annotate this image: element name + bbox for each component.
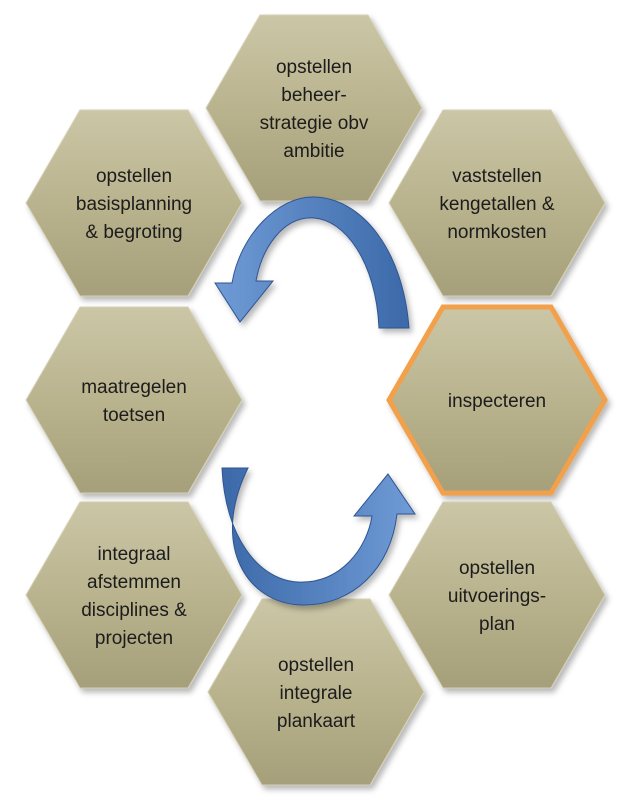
hexagon-label-line: kengetallen & bbox=[439, 194, 554, 215]
hexagon-shape bbox=[386, 304, 608, 496]
hexagon-layer: opstellen beheer-strategie obv ambitie vast… bbox=[25, 14, 608, 786]
hexagon-shape bbox=[207, 598, 425, 786]
hexagon-beheerstrategie: opstellen beheer-strategie obv ambitie bbox=[205, 14, 423, 202]
hexagon-label: vaststellen kengetallen & normkosten bbox=[439, 166, 554, 243]
hexagon-label-line: plankaart bbox=[277, 711, 356, 732]
hexagon-label: opstellen beheer-strategie obv ambitie bbox=[260, 57, 369, 162]
hexagon-label-line: opstellen bbox=[276, 57, 352, 78]
hexagon-label-line: uitvoerings- bbox=[448, 586, 546, 607]
hexagon-label-line: opstellen bbox=[278, 655, 354, 676]
hexagon-plankaart: opstellen integrale plankaart bbox=[207, 598, 425, 786]
hexagon-shape bbox=[388, 109, 606, 297]
hexagon-label-line: strategie obv bbox=[260, 113, 369, 134]
hexagon-label: inspecteren bbox=[448, 391, 546, 412]
hexagon-label-line: opstellen bbox=[96, 166, 172, 187]
hexagon-label-line: inspecteren bbox=[448, 391, 546, 412]
hexagon-label: opstellen basisplanning & begroting bbox=[76, 166, 192, 243]
hexagon-basisplanning: opstellen basisplanning & begroting bbox=[25, 109, 243, 297]
hexagon-label: maatregelen toetsen bbox=[81, 377, 187, 426]
hexagon-label-line: projecten bbox=[95, 628, 173, 649]
hexagon-label-line: vaststellen bbox=[452, 166, 542, 187]
hexagon-label-line: plan bbox=[479, 614, 515, 635]
hexagon-shape bbox=[25, 501, 243, 689]
hexagon-label: opstellen uitvoerings-plan bbox=[448, 558, 546, 635]
hexagon-inspecteren: inspecteren bbox=[386, 304, 608, 496]
arrow-bottom-counterclockwise bbox=[221, 467, 416, 606]
hexagon-maatregelen: maatregelen toetsen bbox=[25, 306, 243, 494]
hexagon-label-line: opstellen bbox=[459, 558, 535, 579]
hexagon-label-line: maatregelen bbox=[81, 377, 187, 398]
hexagon-label-line: normkosten bbox=[447, 222, 546, 243]
hexagon-label-line: basisplanning bbox=[76, 194, 192, 215]
hexagon-uitvoeringsplan: opstellen uitvoerings-plan bbox=[388, 501, 606, 689]
hexagon-shape bbox=[25, 109, 243, 297]
hexagon-label-line: ambitie bbox=[283, 141, 344, 162]
hexagon-kengetallen: vaststellen kengetallen & normkosten bbox=[388, 109, 606, 297]
hexagon-label: opstellen integrale plankaart bbox=[277, 655, 356, 732]
hexagon-label-line: beheer- bbox=[281, 85, 347, 106]
hexagon-label-line: integrale bbox=[280, 683, 353, 704]
hexagon-shape bbox=[388, 501, 606, 689]
arrow-top-body bbox=[214, 196, 410, 329]
hexagon-label-line: & begroting bbox=[85, 222, 182, 243]
hexagon-label-line: integraal bbox=[98, 544, 171, 565]
hexagon-shape bbox=[205, 14, 423, 202]
hexagon-label-line: disciplines & bbox=[81, 600, 187, 621]
arrow-bottom-body bbox=[221, 467, 416, 606]
hexagon-label: integraal afstemmen disciplines & projecten bbox=[81, 544, 187, 649]
hexagon-shape bbox=[25, 306, 243, 494]
hexagon-label-line: toetsen bbox=[103, 405, 165, 426]
arrow-top-counterclockwise bbox=[214, 196, 410, 329]
hexagon-afstemmen: integraal afstemmen disciplines & projecten bbox=[25, 501, 243, 689]
hexagon-label-line: afstemmen bbox=[87, 572, 181, 593]
